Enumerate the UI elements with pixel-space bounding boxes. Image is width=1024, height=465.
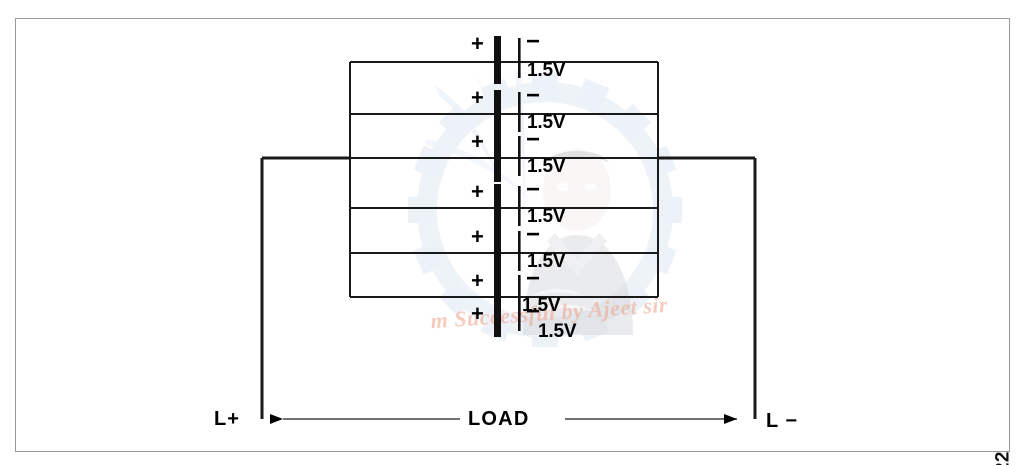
positive-terminal-label: L+ (214, 408, 240, 430)
cell-5-plus-sign: + (471, 224, 484, 249)
negative-terminal-label: L − (766, 410, 799, 432)
cell-3-plus-sign: + (471, 129, 484, 154)
cell-4-plus-sign: + (471, 179, 484, 204)
cell-3-voltage-label: 1.5V (527, 156, 566, 177)
cell-2-minus-sign: − (526, 82, 541, 109)
cell-7-voltage-label: 1.5V (538, 321, 577, 342)
load-label: LOAD (468, 408, 530, 430)
cell-1-plus-sign: + (471, 31, 484, 56)
cell-1-minus-sign: − (526, 28, 541, 55)
cell-7-plus-sign: + (471, 301, 484, 326)
cell-4-minus-sign: − (526, 176, 541, 203)
cell-2-plus-sign: + (471, 85, 484, 110)
cell-3-minus-sign: − (526, 126, 541, 153)
diagram-frame (15, 18, 1010, 452)
cell-6-plus-sign: + (471, 268, 484, 293)
cell-4-voltage-label: 1.5V (527, 206, 566, 227)
figure-code-label: EL112522 (993, 451, 1015, 465)
cell-6-voltage-label: 1.5V (522, 295, 561, 316)
cell-7-minus-sign: − (526, 298, 541, 325)
cell-2-voltage-label: 1.5V (527, 112, 566, 133)
cell-5-minus-sign: − (526, 221, 541, 248)
cell-5-voltage-label: 1.5V (527, 251, 566, 272)
cell-6-minus-sign: − (526, 265, 541, 292)
cell-1-voltage-label: 1.5V (527, 60, 566, 81)
